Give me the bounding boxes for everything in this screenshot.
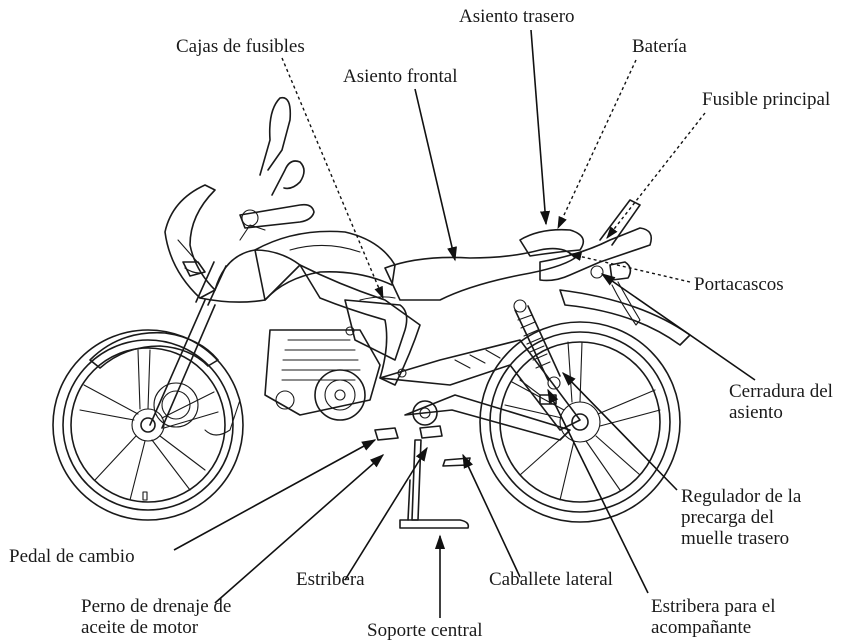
label-fusible-principal: Fusible principal xyxy=(702,89,830,110)
leader-bateria xyxy=(557,59,637,230)
leader-asiento-trasero xyxy=(530,29,551,226)
leader-regulador xyxy=(561,371,678,491)
label-perno-2: aceite de motor xyxy=(81,617,199,638)
rear-shock xyxy=(513,299,561,390)
motorcycle-illustration xyxy=(52,96,691,529)
label-asiento-trasero: Asiento trasero xyxy=(459,6,575,27)
label-regulador-2: precarga del xyxy=(681,507,774,528)
label-pedal-cambio: Pedal de cambio xyxy=(9,546,135,567)
leader-fusible-principal xyxy=(606,112,706,239)
rear-hugger xyxy=(559,289,691,346)
seats xyxy=(384,228,585,301)
label-cerradura-2: asiento xyxy=(729,402,783,423)
front-fender xyxy=(89,331,219,369)
label-estribera-acomp-1: Estribera para el xyxy=(651,596,775,617)
front-fork xyxy=(149,261,241,436)
side-fairing xyxy=(299,264,421,386)
label-cerradura-1: Cerradura del xyxy=(729,381,833,402)
engine xyxy=(264,329,381,421)
leader-perno-drenaje xyxy=(214,454,385,604)
front-wheel xyxy=(52,329,244,521)
label-estribera-acomp-2: acompañante xyxy=(651,617,751,638)
leader-estribera-acompanante xyxy=(547,388,649,594)
leader-cajas-fusibles xyxy=(281,57,384,300)
leader-pedal-cambio xyxy=(173,439,377,551)
fuel-tank xyxy=(254,230,396,301)
label-estribera: Estribera xyxy=(296,569,365,590)
leader-lines xyxy=(173,29,756,618)
labels: Asiento trasero Cajas de fusibles Baterí… xyxy=(9,6,833,641)
label-regulador-1: Regulador de la xyxy=(681,486,802,507)
leader-asiento-frontal xyxy=(414,88,457,262)
rear-wheel xyxy=(479,321,681,523)
label-caballete-lateral: Caballete lateral xyxy=(489,569,613,590)
label-regulador-3: muelle trasero xyxy=(681,528,789,549)
mirrors-handlebar xyxy=(239,96,315,241)
leader-caballete-lateral xyxy=(462,453,521,578)
label-cajas-fusibles: Cajas de fusibles xyxy=(176,36,305,57)
footpegs-stands xyxy=(374,379,557,529)
label-perno-1: Perno de drenaje de xyxy=(81,596,231,617)
leader-estribera xyxy=(344,446,428,581)
front-fairing xyxy=(164,184,301,303)
label-bateria: Batería xyxy=(632,36,687,57)
label-soporte-central: Soporte central xyxy=(367,620,483,641)
label-asiento-frontal: Asiento frontal xyxy=(343,66,458,87)
leader-cerradura xyxy=(600,273,756,381)
leader-portacascos xyxy=(568,252,691,283)
label-portacascos: Portacascos xyxy=(694,274,784,295)
